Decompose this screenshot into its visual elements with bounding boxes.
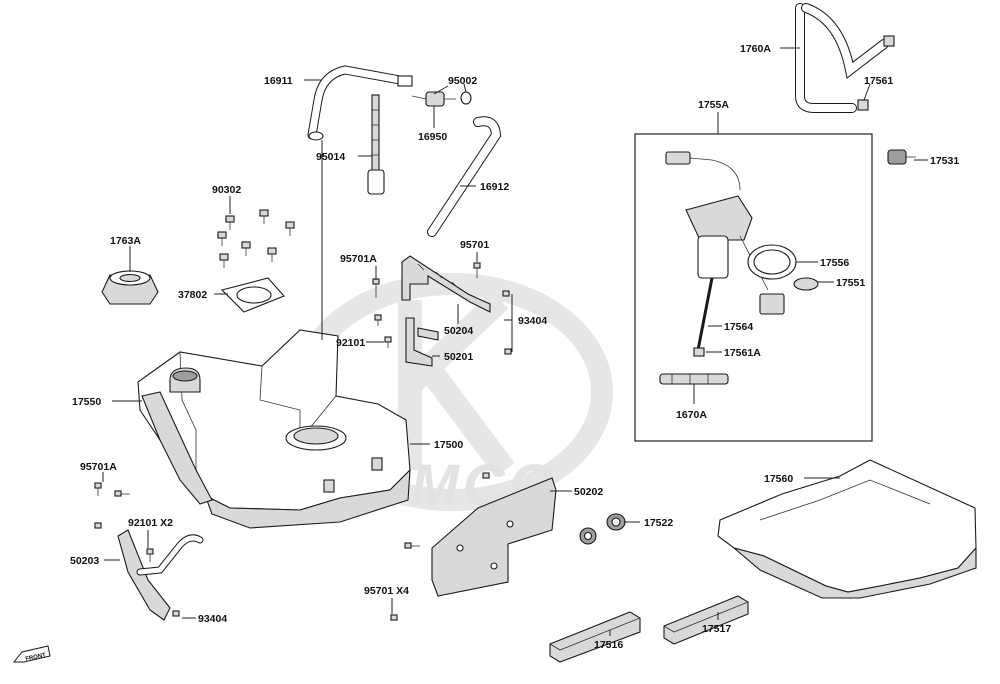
foam-block-17517: [663, 595, 749, 645]
label-16912: 16912: [480, 181, 509, 193]
foam-block-17516: [549, 611, 641, 663]
clamp-17561A: [693, 347, 705, 357]
gasket-17551: [793, 277, 819, 291]
label-16950: 16950: [418, 131, 447, 143]
label-95701A-top: 95701A: [340, 253, 377, 265]
label-95701-top: 95701: [460, 239, 489, 251]
label-17560: 17560: [764, 473, 793, 485]
label-95701-x4: 95701 X4: [364, 585, 409, 597]
grommets-17522: [579, 513, 626, 545]
clip-near-95014: [308, 131, 324, 141]
label-50203: 50203: [70, 555, 99, 567]
label-37802: 37802: [178, 289, 207, 301]
label-17517: 17517: [702, 623, 731, 635]
label-92101: 92101: [336, 337, 365, 349]
label-17556: 17556: [820, 257, 849, 269]
fuel-tank-17500: [137, 329, 411, 529]
label-93404-top: 93404: [518, 315, 547, 327]
leader-lines: [102, 47, 928, 636]
front-marker-text: FRONT: [25, 653, 47, 663]
label-17550: 17550: [72, 396, 101, 408]
label-50201: 50201: [444, 351, 473, 363]
label-92101-x2: 92101 X2: [128, 517, 173, 529]
gasket-17556: [747, 244, 797, 280]
filter-1670A: [659, 373, 729, 385]
clamps-17561: [857, 35, 895, 111]
label-95002: 95002: [448, 75, 477, 87]
label-95701A-left: 95701A: [80, 461, 117, 473]
bracket-50204: [401, 255, 491, 313]
label-17561A: 17561A: [724, 347, 761, 359]
gasket-37802: [220, 277, 285, 313]
screws-95701-x4: [390, 472, 490, 621]
fuel-pump-assembly-box: [634, 133, 873, 442]
front-direction-marker: FRONT: [12, 645, 51, 663]
hose-1760A: [795, 3, 889, 113]
label-1760A: 1760A: [740, 43, 771, 55]
label-93404-bottom: 93404: [198, 613, 227, 625]
label-1763A: 1763A: [110, 235, 141, 247]
label-17561: 17561: [864, 75, 893, 87]
label-1755A: 1755A: [698, 99, 729, 111]
label-50204: 50204: [444, 325, 473, 337]
bracket-50203: [117, 529, 204, 621]
check-valve-16950: [411, 91, 456, 107]
hose-16912: [427, 116, 502, 237]
label-90302: 90302: [212, 184, 241, 196]
label-17551: 17551: [836, 277, 865, 289]
skid-plate-17560: [717, 459, 977, 599]
part-labels: 16911 95002 16950 95014 16912 90302 1763…: [70, 43, 959, 651]
label-16911: 16911: [264, 75, 293, 87]
fuel-cap-1763A: [101, 270, 159, 305]
label-17500: 17500: [434, 439, 463, 451]
bolts-90302: [217, 209, 295, 268]
heat-shield-50202: [431, 477, 557, 597]
breather-hose-16911: [307, 65, 413, 140]
shield-17550: [141, 391, 213, 505]
label-50202: 50202: [574, 486, 603, 498]
bracket-50201: [405, 317, 439, 367]
label-17516: 17516: [594, 639, 623, 651]
label-17522: 17522: [644, 517, 673, 529]
fuel-pump-17564: [665, 151, 785, 351]
label-95014: 95014: [316, 151, 345, 163]
label-17564: 17564: [724, 321, 753, 333]
o-ring-95002: [460, 91, 472, 105]
strap-95014: [367, 94, 385, 195]
screws-bottom-left: [94, 482, 180, 617]
label-1670A: 1670A: [676, 409, 707, 421]
connector-17531: [887, 149, 916, 165]
label-17531: 17531: [930, 155, 959, 167]
